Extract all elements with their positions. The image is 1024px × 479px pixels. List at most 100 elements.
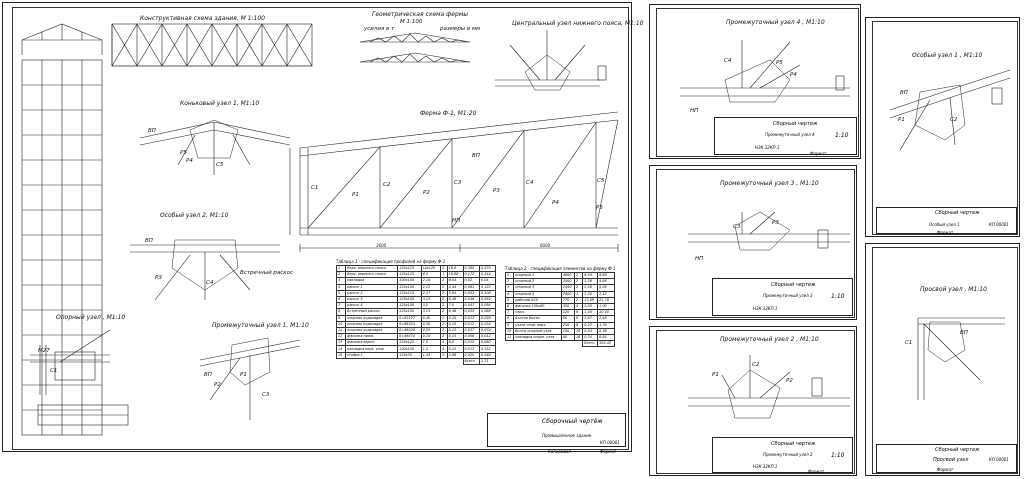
dim-span-right: 6000 <box>540 243 551 248</box>
sheet-b-title: Промежуточный узел 3 , М1:10 <box>720 180 819 187</box>
special2-label-p3: Р3 <box>155 275 162 281</box>
sheet-e-stamp-sub: Просвой узел <box>933 457 969 463</box>
sheet-c-format: Формат <box>808 469 825 474</box>
sheet-b-label-p3: Р3 <box>772 220 779 226</box>
sheet-d-label-p1: Р1 <box>898 117 905 123</box>
ridge-label-p4: Р4 <box>186 158 193 164</box>
truss-diagonal <box>523 122 597 229</box>
table-cell: 16 <box>573 333 584 342</box>
sheet-a-format: Формат <box>810 151 827 156</box>
building-scheme-title: Конструктивная схема здания, М 1:100 <box>140 15 265 22</box>
main-title-block: Сборочный чертёж Промышленное здание КП … <box>487 413 626 454</box>
truss-diagonal <box>451 130 525 229</box>
int1-label-p1: Р1 <box>240 372 247 378</box>
main-drawing-sheet <box>2 2 632 452</box>
sheet-a-scale: 1:10 <box>835 132 849 139</box>
main-stamp-sheet-no: КП 00001 <box>600 440 620 445</box>
main-stamp-copy: Копировал <box>548 449 571 454</box>
sheet-e-stamp-title: Сборный чертеж <box>935 447 980 453</box>
truss-diagonal <box>307 146 381 229</box>
sheet-a-label-p4: Р4 <box>790 72 797 78</box>
bracing-line <box>186 23 213 67</box>
truss-label-p2: Р2 <box>423 190 430 196</box>
sheet-c-code: НЗК 32КП.1 <box>753 464 778 469</box>
table-cell: стойка 1 <box>345 351 399 359</box>
table-cell: 11 <box>504 333 515 342</box>
size-label: размеры в мм <box>440 26 481 32</box>
int1-label-p2: Р2 <box>214 382 221 388</box>
sheet-a-code: НЗК 32КП.1 <box>755 145 780 150</box>
sheet-c-label-p1: Р1 <box>712 372 719 378</box>
sheet-b-label-c3: С3 <box>733 224 741 230</box>
truss-label-c2: С2 <box>383 182 391 188</box>
sheet-d-title-block: Сборный чертеж Особый узел 1 КП 00001 Фо… <box>876 207 1017 235</box>
sheet-e-title: Просвой узел , М1:10 <box>920 286 987 293</box>
ridge-node-title: Коньковый узел 1, М1:10 <box>180 100 260 107</box>
special2-label-c4: С4 <box>206 280 214 286</box>
main-stamp-title: Сборочный чертёж <box>542 418 603 425</box>
special-node-2-title: Особый узел 2, М1:10 <box>160 212 229 219</box>
truss-label-c3: С3 <box>454 180 462 186</box>
support-node-title: Опорный узел , М1:10 <box>56 314 126 321</box>
sheet-e-frame <box>872 247 1018 474</box>
special2-label-vp: ВП <box>145 238 153 244</box>
geometric-scheme-title: Геометрическая схема фермы <box>372 11 469 18</box>
sheet-e-format: Формат <box>937 467 954 472</box>
dim-span-left: 3600 <box>376 243 387 248</box>
bracing-line <box>111 23 138 67</box>
sheet-a-label-c4: С4 <box>724 58 732 64</box>
truss-title: Ферма Ф-1, М1:20 <box>420 110 477 117</box>
main-stamp-format: Формат <box>600 449 617 454</box>
bracing-line <box>161 23 188 67</box>
truss-label-np: НП <box>452 218 461 224</box>
sheet-a-title-block: Сборный чертеж Промежуточный узел 4 1:10… <box>714 117 857 156</box>
sheet-a-stamp-title: Сборный чертеж <box>773 121 818 127</box>
bracing-line <box>236 23 263 67</box>
sheet-b-title-block: Сборный чертеж Промежуточный узел 3 1:10… <box>712 278 853 316</box>
sheet-c-title: Промежуточный узел 2 , М1:10 <box>720 336 819 343</box>
truss-label-p5: Р5 <box>596 205 603 211</box>
table1-title: Таблица 1 - спецификация профилей на фер… <box>336 259 446 264</box>
truss-label-p1: Р1 <box>352 192 359 198</box>
truss-diagonal <box>379 138 453 229</box>
sheet-b-code: НЗК 32КП.1 <box>753 306 778 311</box>
ridge-label-p5: Р5 <box>180 150 187 156</box>
table2-title: Таблица 2 - спецификация элементов на фе… <box>505 266 616 271</box>
truss-label-vp: ВП <box>472 153 480 159</box>
counter-brace-label: Встречный раскос <box>240 270 293 276</box>
table-total-value: 1,71 <box>479 357 496 366</box>
sheet-b-frame <box>656 169 855 318</box>
sheet-e-label-vp: ВП <box>960 330 968 336</box>
sheet-d-stamp-sub: Особый узел 1 <box>929 222 960 227</box>
truss-diagonal <box>595 119 619 229</box>
truss-label-c1: С1 <box>311 185 319 191</box>
main-stamp-subtitle: Промышленное здание <box>542 433 592 438</box>
truss-label-p3: Р3 <box>493 188 500 194</box>
sheet-e-code: КП 00001 <box>989 457 1009 462</box>
sheet-c-label-p2: Р2 <box>786 378 793 384</box>
center-node-title: Центральный узел нижнего пояса, М1:10 <box>512 20 644 27</box>
sheet-c-title-block: Сборный чертеж Промежуточный узел 2 1:10… <box>712 437 853 474</box>
bracing-line <box>261 23 288 67</box>
truss-label-c4: С4 <box>526 180 534 186</box>
ridge-label-c5: С5 <box>216 162 224 168</box>
sheet-c-stamp-sub: Промежуточный узел 2 <box>763 452 813 457</box>
int1-label-vp: ВП <box>204 372 212 378</box>
sheet-d-label-vp: ВП <box>900 90 908 96</box>
sheet-ridge-node <box>865 243 1020 476</box>
